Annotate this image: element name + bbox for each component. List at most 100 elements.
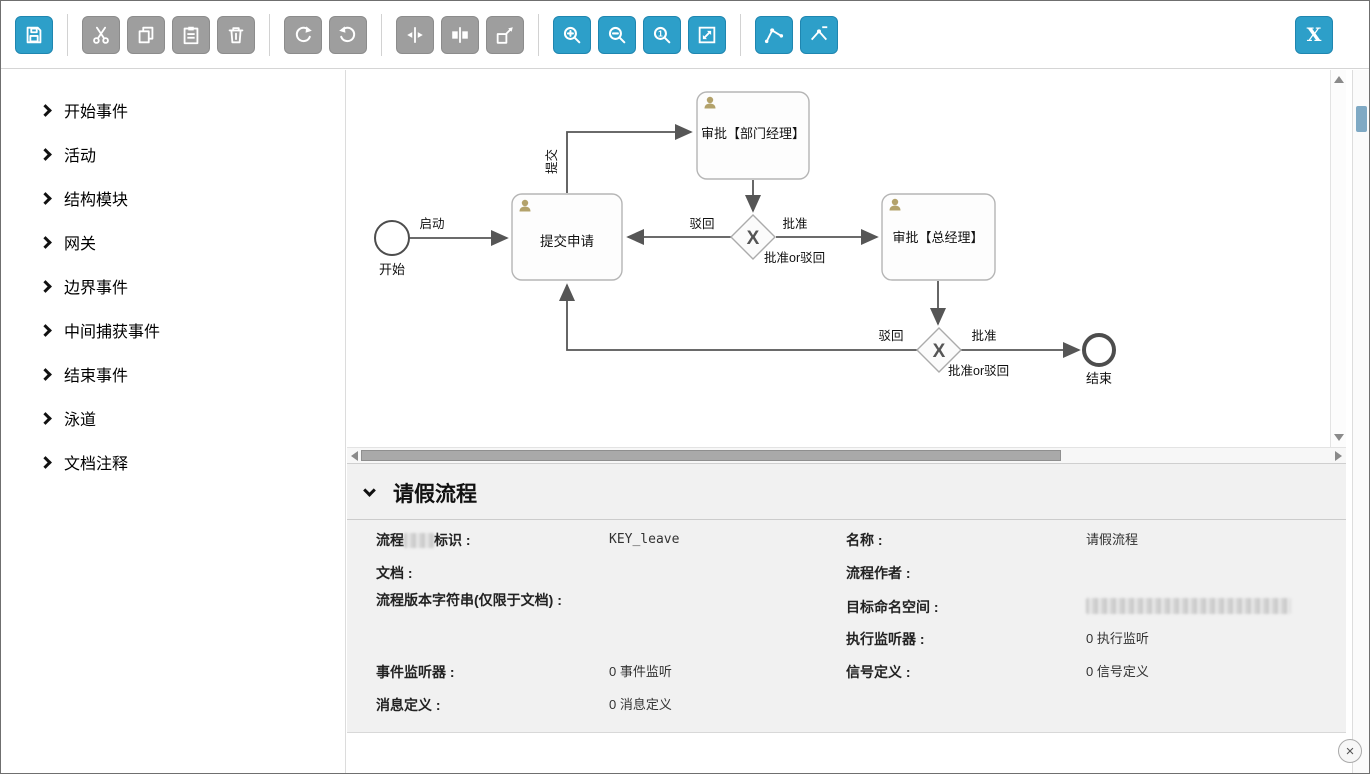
canvas-horizontal-scrollbar[interactable] bbox=[347, 447, 1346, 463]
chevron-right-icon bbox=[39, 147, 52, 161]
remove-bendpoint-button[interactable] bbox=[800, 15, 838, 54]
palette-group-gateways[interactable]: 网关 bbox=[1, 220, 345, 264]
palette-group-structural[interactable]: 结构模块 bbox=[1, 176, 345, 220]
zoom-in-button[interactable] bbox=[553, 15, 591, 54]
exclusive-gateway-1[interactable]: X bbox=[730, 214, 776, 260]
edge-label-g2-reject: 驳回 bbox=[878, 329, 903, 343]
redacted-text bbox=[404, 533, 434, 548]
gateway2-label: 批准or驳回 bbox=[948, 363, 1009, 378]
palette-group-label: 结构模块 bbox=[64, 192, 129, 209]
field-value-process-key[interactable]: KEY_leave bbox=[609, 532, 680, 547]
canvas-vertical-scrollbar[interactable] bbox=[1330, 70, 1346, 447]
field-value-execution-listeners[interactable]: 0 执行监听 bbox=[1086, 631, 1149, 646]
toolbar-separator bbox=[67, 13, 68, 56]
field-label-author: 流程作者 : bbox=[846, 565, 911, 581]
chevron-right-icon bbox=[39, 323, 52, 337]
palette-sidebar: 开始事件 活动 结构模块 网关 边界事件 中间捕获事件 结束事件 泳道 文档注释 bbox=[1, 70, 346, 773]
palette-group-label: 边界事件 bbox=[64, 280, 129, 297]
redo-button[interactable] bbox=[284, 15, 322, 54]
paste-button[interactable] bbox=[172, 15, 210, 54]
toolbar-separator bbox=[381, 13, 382, 56]
palette-group-start-events[interactable]: 开始事件 bbox=[1, 88, 345, 132]
page-scrollbar-thumb[interactable] bbox=[1356, 106, 1367, 132]
palette-group-swimlanes[interactable]: 泳道 bbox=[1, 396, 345, 440]
scroll-up-arrow[interactable] bbox=[1334, 76, 1344, 83]
copy-icon bbox=[135, 24, 157, 46]
svg-text:1: 1 bbox=[658, 28, 663, 38]
scroll-down-arrow[interactable] bbox=[1334, 434, 1344, 441]
scroll-right-arrow[interactable] bbox=[1335, 451, 1342, 461]
align-center-button[interactable] bbox=[441, 15, 479, 54]
toolbar-separator bbox=[538, 13, 539, 56]
end-event-node[interactable] bbox=[1082, 333, 1116, 367]
task-dept-manager-approval[interactable]: 审批【部门经理】 bbox=[696, 91, 810, 180]
user-task-icon bbox=[704, 96, 716, 109]
palette-group-end-events[interactable]: 结束事件 bbox=[1, 352, 345, 396]
horizontal-scrollbar-thumb[interactable] bbox=[361, 450, 1061, 461]
undo-button[interactable] bbox=[329, 15, 367, 54]
copy-button[interactable] bbox=[127, 15, 165, 54]
palette-group-label: 中间捕获事件 bbox=[64, 324, 161, 341]
zoom-actual-button[interactable]: 1 bbox=[643, 15, 681, 54]
flow-submit-to-dept-manager[interactable] bbox=[566, 123, 693, 193]
page-close-button[interactable]: × bbox=[1338, 739, 1362, 763]
resize-icon bbox=[494, 24, 516, 46]
chevron-right-icon bbox=[39, 103, 52, 117]
zoom-out-button[interactable] bbox=[598, 15, 636, 54]
cut-icon bbox=[90, 24, 112, 46]
collapse-chevron-icon[interactable] bbox=[363, 484, 376, 497]
palette-group-annotations[interactable]: 文档注释 bbox=[1, 440, 345, 484]
field-label-signal-definitions: 信号定义 : bbox=[846, 664, 911, 680]
start-event-node[interactable] bbox=[374, 220, 410, 256]
gateway1-label: 批准or驳回 bbox=[764, 250, 825, 265]
task-general-manager-approval[interactable]: 审批【总经理】 bbox=[881, 193, 996, 281]
field-value-message-definitions[interactable]: 0 消息定义 bbox=[609, 697, 672, 712]
add-bendpoint-button[interactable] bbox=[755, 15, 793, 54]
gateway-x-symbol: X bbox=[933, 341, 946, 362]
gateway-x-symbol: X bbox=[747, 228, 760, 249]
palette-group-label: 活动 bbox=[64, 148, 97, 165]
scroll-left-arrow[interactable] bbox=[351, 451, 358, 461]
field-value-target-namespace[interactable] bbox=[1086, 597, 1291, 617]
field-label-message-definitions: 消息定义 : bbox=[376, 697, 441, 713]
delete-button[interactable] bbox=[217, 15, 255, 54]
redo-icon bbox=[292, 24, 314, 46]
diagram-canvas[interactable]: 开始 提交申请 审批【部门经理】 bbox=[347, 70, 1346, 463]
field-label-version-string: 流程版本字符串(仅限于文档) : bbox=[376, 592, 562, 608]
palette-group-label: 开始事件 bbox=[64, 104, 129, 121]
palette-group-intermediate-events[interactable]: 中间捕获事件 bbox=[1, 308, 345, 352]
task-label: 审批【总经理】 bbox=[892, 230, 983, 245]
field-value-event-listeners[interactable]: 0 事件监听 bbox=[609, 664, 672, 679]
user-task-icon bbox=[889, 198, 901, 211]
field-label-name: 名称 : bbox=[846, 532, 883, 548]
exclusive-gateway-2[interactable]: X bbox=[916, 327, 962, 373]
close-x-icon: × bbox=[1345, 742, 1355, 760]
flow-gateway2-reject[interactable] bbox=[558, 283, 917, 351]
palette-group-activities[interactable]: 活动 bbox=[1, 132, 345, 176]
save-button[interactable] bbox=[15, 15, 53, 54]
paste-icon bbox=[180, 24, 202, 46]
cut-button[interactable] bbox=[82, 15, 120, 54]
close-designer-button[interactable]: X bbox=[1295, 15, 1333, 54]
distribute-horizontal-icon bbox=[404, 24, 426, 46]
page-scrollbar[interactable] bbox=[1352, 70, 1369, 773]
distribute-horizontal-button[interactable] bbox=[396, 15, 434, 54]
chevron-right-icon bbox=[39, 279, 52, 293]
field-value-name[interactable]: 请假流程 bbox=[1086, 532, 1139, 547]
undo-icon bbox=[337, 24, 359, 46]
resize-button[interactable] bbox=[486, 15, 524, 54]
chevron-right-icon bbox=[39, 367, 52, 381]
palette-group-boundary-events[interactable]: 边界事件 bbox=[1, 264, 345, 308]
palette-group-label: 泳道 bbox=[64, 412, 97, 429]
bpmn-diagram[interactable]: 开始 提交申请 审批【部门经理】 bbox=[347, 70, 1330, 447]
task-label: 提交申请 bbox=[540, 233, 594, 249]
zoom-fit-button[interactable] bbox=[688, 15, 726, 54]
field-label-execution-listeners: 执行监听器 : bbox=[846, 631, 925, 647]
process-title: 请假流程 bbox=[393, 481, 477, 506]
zoom-fit-icon bbox=[696, 24, 718, 46]
redacted-value bbox=[1086, 598, 1291, 614]
task-submit-request[interactable]: 提交申请 bbox=[511, 193, 623, 281]
edge-label-start: 启动 bbox=[419, 217, 444, 231]
field-value-signal-definitions[interactable]: 0 信号定义 bbox=[1086, 664, 1149, 679]
